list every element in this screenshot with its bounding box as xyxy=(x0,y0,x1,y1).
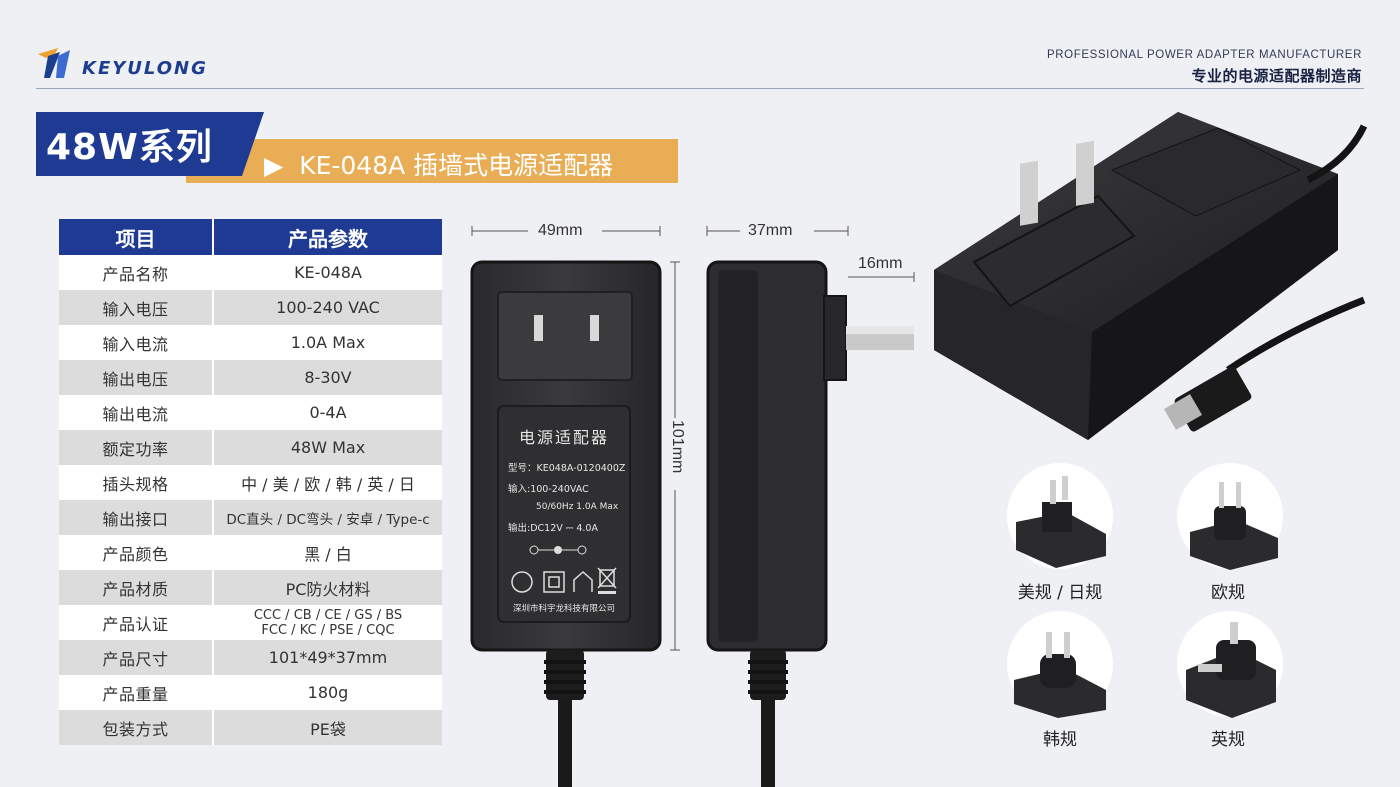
plug-label-kr: 韩规 xyxy=(1043,730,1077,750)
product-label: 电源适配器 型号：KE048A-0120400Z 输入:100-240VAC 5… xyxy=(498,408,630,614)
plug-eu-icon xyxy=(1177,463,1283,570)
spec-header-param: 产品参数 xyxy=(212,219,442,255)
dim-pin: 16mm xyxy=(858,255,903,272)
adapter-front-view xyxy=(470,260,662,787)
adapter-perspective-view xyxy=(934,112,1368,440)
brand-name: KEYULONG xyxy=(82,58,208,79)
series-title: 48W系列 xyxy=(46,127,213,168)
play-arrow-icon: ▶ xyxy=(264,151,284,180)
tagline-cn: 专业的电源适配器制造商 xyxy=(1191,67,1362,85)
model-band xyxy=(186,139,678,183)
plug-us-jp-icon xyxy=(1007,463,1113,569)
spec-header-item: 项目 xyxy=(59,219,213,255)
label-output: 输出:DC12V ⎓ 4.0A xyxy=(508,523,598,534)
label-model: 型号：KE048A-0120400Z xyxy=(508,463,626,474)
model-title: ▶ KE-048A 插墙式电源适配器 xyxy=(264,151,614,180)
label-title: 电源适配器 xyxy=(518,428,609,447)
header-divider xyxy=(36,88,1364,89)
label-freq: 50/60Hz 1.0A Max xyxy=(536,502,619,512)
dim-width: 49mm xyxy=(538,222,583,239)
dim-height: 101mm xyxy=(669,420,686,474)
plug-label-us-jp: 美规 / 日规 xyxy=(1017,583,1103,603)
adapter-side-view xyxy=(706,260,914,787)
label-maker: 深圳市科宇龙科技有限公司 xyxy=(512,604,615,614)
series-badge xyxy=(36,112,264,176)
table-row: 插头规格中 / 美 / 欧 / 韩 / 英 / 日 xyxy=(59,465,442,500)
plug-label-eu: 欧规 xyxy=(1211,583,1245,603)
dim-depth: 37mm xyxy=(748,222,793,239)
label-input: 输入:100-240VAC xyxy=(508,484,589,495)
table-row: 产品颜色黑 / 白 xyxy=(59,535,442,570)
brand-logo-icon xyxy=(38,48,70,78)
plug-label-uk: 英规 xyxy=(1211,730,1245,750)
tagline-en: PROFESSIONAL POWER ADAPTER MANUFACTURER xyxy=(1047,49,1362,61)
certification-icons xyxy=(511,545,617,594)
plug-uk-icon xyxy=(1177,611,1283,718)
plug-kr-icon xyxy=(1007,611,1113,718)
